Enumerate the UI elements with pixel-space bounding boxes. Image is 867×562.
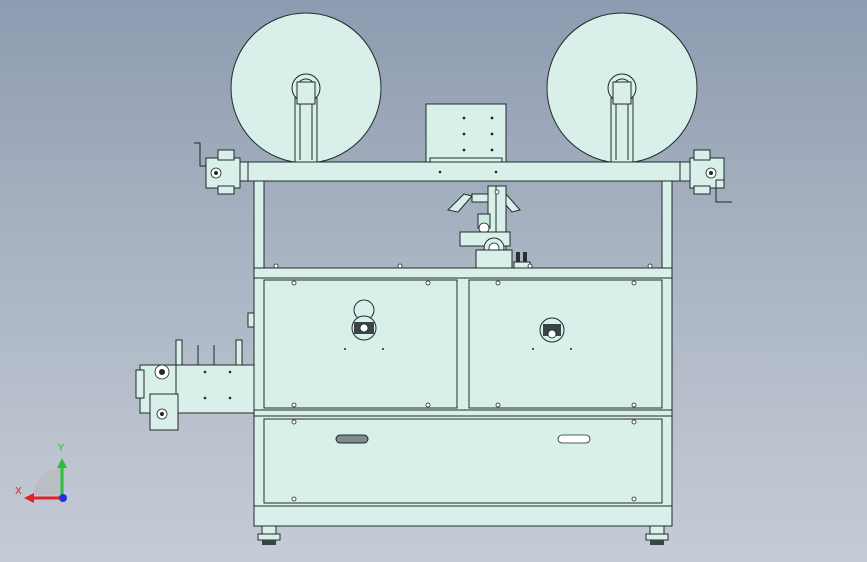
- coordinate-triad: [24, 458, 67, 503]
- control-box: [425, 103, 507, 164]
- left-door: [263, 279, 458, 409]
- left-spool: [230, 12, 382, 164]
- right-spool: [546, 12, 698, 164]
- side-feeder: [135, 312, 255, 431]
- center-mechanism: [446, 185, 531, 271]
- left-end-block: [194, 142, 241, 195]
- triad-x-label: X: [15, 486, 22, 497]
- lower-drawer: [263, 418, 663, 504]
- leveling-feet: [257, 525, 669, 545]
- z-axis-dot: [59, 494, 67, 502]
- frame-posts: [253, 180, 673, 272]
- right-door: [468, 279, 663, 409]
- top-beam: [231, 161, 699, 182]
- triad-y-label: Y: [58, 443, 65, 454]
- right-end-block: [689, 149, 732, 203]
